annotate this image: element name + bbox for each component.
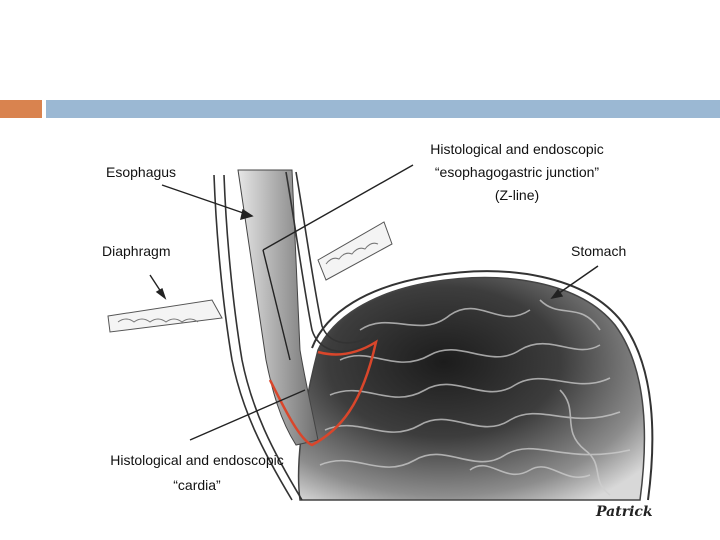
label-z-line-line-2: “esophagogastric junction” <box>434 164 600 180</box>
stomach-wall <box>311 270 654 501</box>
label-cardia-line-1: Histological and endoscopic <box>110 452 284 468</box>
label-esophagus: Esophagus <box>106 164 177 180</box>
label-cardia: Histological and endoscopic “cardia” <box>92 452 302 494</box>
label-stomach: Stomach <box>571 243 627 259</box>
label-z-line: Histological and endoscopic “esophagogas… <box>412 141 622 204</box>
label-z-line-line-3: (Z-line) <box>494 187 540 203</box>
pointer-lines <box>149 164 599 441</box>
label-diaphragm: Diaphragm <box>102 243 171 259</box>
accent-bar <box>0 100 42 118</box>
label-z-line-line-1: Histological and endoscopic <box>430 141 604 157</box>
title-bar <box>46 100 720 118</box>
label-cardia-line-2: “cardia” <box>173 477 221 493</box>
diaphragm-right <box>317 221 393 281</box>
artist-signature: Patrick <box>596 504 653 520</box>
junction-outline <box>268 339 378 447</box>
esophagus-walls <box>213 171 369 501</box>
esophagus-lumen <box>237 169 319 446</box>
diaphragm-left <box>107 299 223 333</box>
gastric-rugae <box>319 299 631 496</box>
